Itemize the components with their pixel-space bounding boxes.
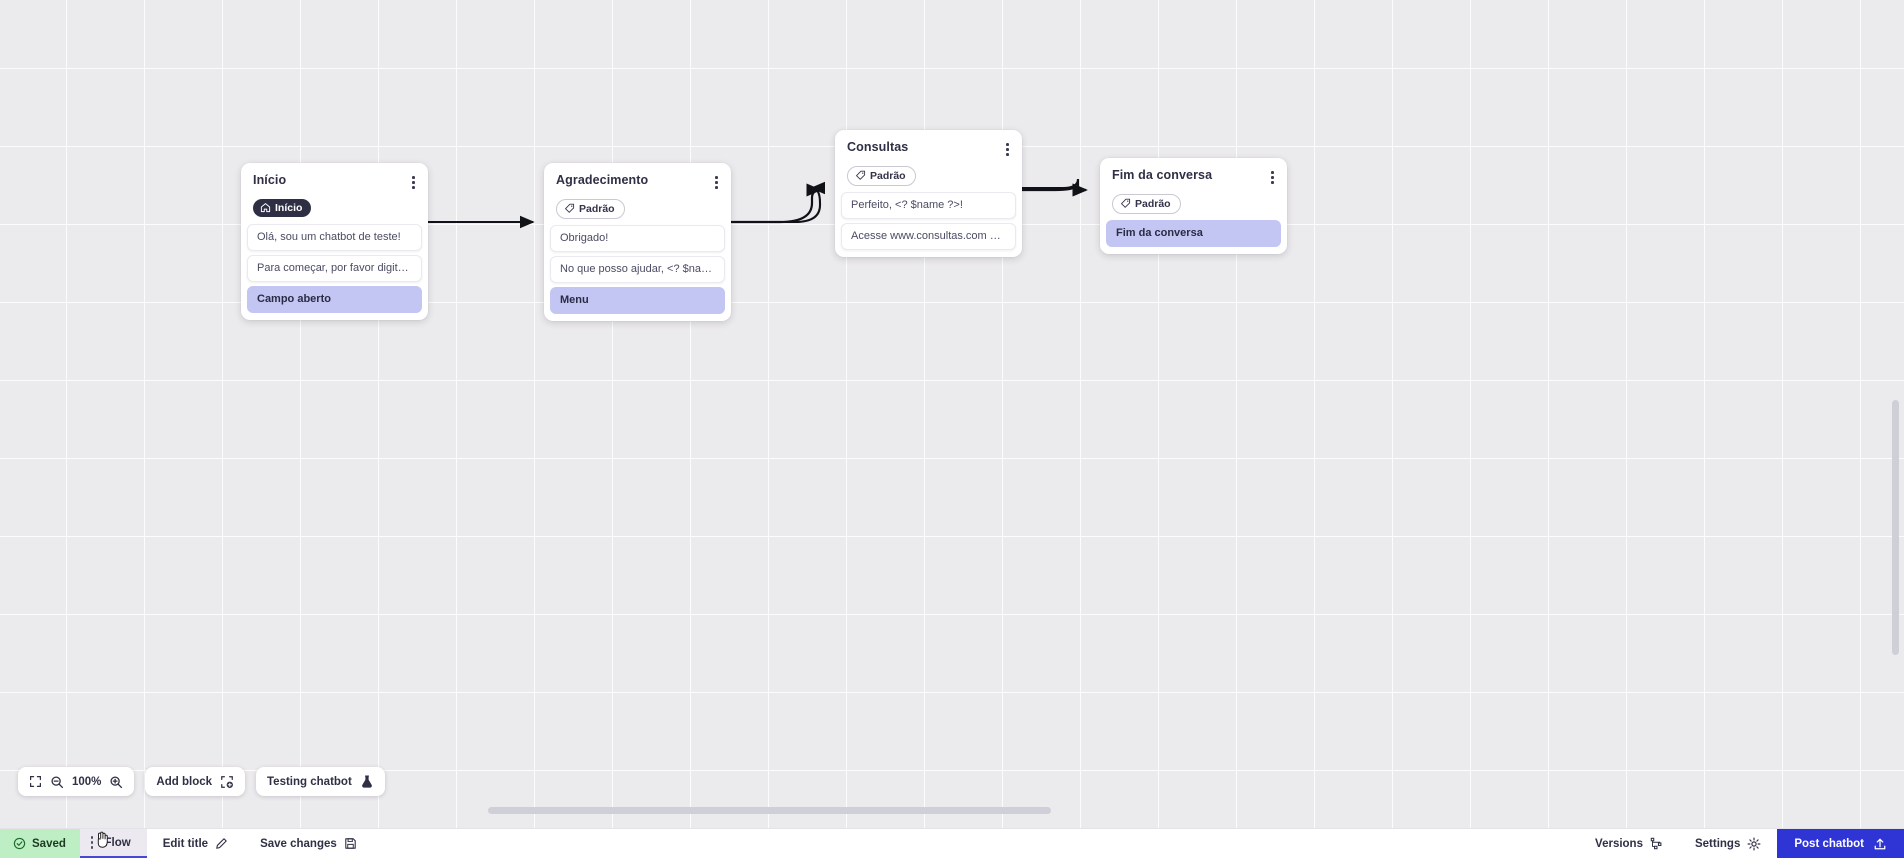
node-row-list: Obrigado! No que posso ajudar, <? $name … xyxy=(544,219,731,321)
node-tag-padrao[interactable]: Padrão xyxy=(847,165,916,186)
node-tag-row: Padrão xyxy=(835,159,1022,187)
upload-icon xyxy=(1874,838,1886,849)
fit-screen-icon[interactable] xyxy=(29,775,42,788)
testing-chatbot-label: Testing chatbot xyxy=(267,775,352,788)
mouse-cursor xyxy=(97,831,108,848)
node-row[interactable]: Acesse www.consultas.com par... xyxy=(841,223,1016,251)
add-block-button[interactable]: Add block xyxy=(145,767,246,796)
settings-label: Settings xyxy=(1694,837,1741,850)
node-title: Fim da conversa xyxy=(1112,168,1213,182)
node-row[interactable]: Obrigado! xyxy=(550,225,725,253)
node-row-list: Olá, sou um chatbot de teste! Para começ… xyxy=(241,218,428,320)
node-tag-row: Padrão xyxy=(544,192,731,220)
canvas-toolbar: 100% Add block Testing chatbot xyxy=(18,767,385,796)
branch-icon xyxy=(1650,837,1662,850)
saved-status-badge: Saved xyxy=(0,829,80,858)
edit-title-label: Edit title xyxy=(162,837,209,850)
node-tag-row: Padrão xyxy=(1100,187,1287,215)
node-row[interactable]: Olá, sou um chatbot de teste! xyxy=(247,224,422,252)
tab-flow-label: Flow xyxy=(104,836,131,849)
vertical-scrollbar[interactable] xyxy=(1892,400,1899,655)
node-row[interactable]: Perfeito, <? $name ?>! xyxy=(841,192,1016,220)
node-tag-row: Início xyxy=(241,192,428,219)
tag-icon xyxy=(856,171,866,181)
post-chatbot-button[interactable]: Post chatbot xyxy=(1777,829,1904,858)
bottom-bar-right: Versions Settings Post chatbot xyxy=(1579,829,1904,858)
tag-label: Início xyxy=(275,201,303,214)
horizontal-scrollbar[interactable] xyxy=(488,807,1051,814)
node-header: Fim da conversa xyxy=(1100,168,1287,187)
post-chatbot-label: Post chatbot xyxy=(1794,837,1864,850)
node-row[interactable]: Para começar, por favor digite o ... xyxy=(247,255,422,283)
gear-icon xyxy=(1747,837,1761,850)
node-menu-button[interactable] xyxy=(713,173,720,192)
add-block-icon xyxy=(220,775,234,789)
versions-label: Versions xyxy=(1595,837,1643,850)
settings-button[interactable]: Settings xyxy=(1679,829,1777,858)
node-row[interactable]: No que posso ajudar, <? $name ... xyxy=(550,256,725,284)
flow-menu-icon[interactable] xyxy=(89,833,96,852)
pencil-icon xyxy=(216,838,227,849)
node-tag-padrao[interactable]: Padrão xyxy=(1112,193,1181,214)
save-changes-button[interactable]: Save changes xyxy=(244,829,373,858)
add-block-label: Add block xyxy=(156,775,213,788)
home-icon xyxy=(260,203,271,213)
node-card-consultas[interactable]: Consultas Padrão Perfeito, <? $name ?>! … xyxy=(835,130,1022,258)
tab-flow[interactable]: Flow xyxy=(79,829,147,858)
testing-chatbot-button[interactable]: Testing chatbot xyxy=(256,767,385,796)
node-menu-button[interactable] xyxy=(410,173,417,192)
node-row-accent[interactable]: Menu xyxy=(550,287,725,315)
check-circle-icon xyxy=(13,837,26,850)
tag-label: Padrão xyxy=(1135,197,1171,210)
node-title: Consultas xyxy=(847,140,909,154)
node-tag-inicio[interactable]: Início xyxy=(253,198,312,217)
connection-edges xyxy=(397,178,1088,229)
tag-icon xyxy=(565,204,575,214)
node-title: Agradecimento xyxy=(556,173,649,187)
edit-title-button[interactable]: Edit title xyxy=(147,829,244,858)
node-card-fim-da-conversa[interactable]: Fim da conversa Padrão Fim da conversa xyxy=(1100,158,1287,255)
node-tag-padrao[interactable]: Padrão xyxy=(556,198,625,219)
tag-label: Padrão xyxy=(579,202,615,215)
flask-icon xyxy=(360,774,374,789)
connection-edges-overlay xyxy=(699,183,1088,224)
versions-button[interactable]: Versions xyxy=(1579,829,1679,858)
save-changes-label: Save changes xyxy=(260,837,337,850)
saved-label: Saved xyxy=(32,837,66,850)
node-header: Início xyxy=(241,173,428,192)
floppy-icon xyxy=(345,838,356,849)
bottom-status-bar: Saved Flow Edit title Save changes Versi… xyxy=(0,828,1904,858)
node-card-agradecimento[interactable]: Agradecimento Padrão Obrigado! No que po… xyxy=(544,163,731,322)
node-row-list: Perfeito, <? $name ?>! Acesse www.consul… xyxy=(835,186,1022,257)
node-title: Início xyxy=(253,173,287,187)
flow-canvas[interactable]: Início Início Olá, sou um chatbot de tes… xyxy=(0,0,1904,828)
zoom-level-label: 100% xyxy=(72,775,102,788)
tag-icon xyxy=(1121,199,1131,209)
node-card-inicio[interactable]: Início Início Olá, sou um chatbot de tes… xyxy=(241,163,428,321)
node-menu-button[interactable] xyxy=(1004,140,1011,159)
zoom-in-icon[interactable] xyxy=(109,775,123,789)
node-header: Agradecimento xyxy=(544,173,731,192)
node-row-accent[interactable]: Campo aberto xyxy=(247,286,422,314)
tag-label: Padrão xyxy=(870,169,906,182)
node-row-accent[interactable]: Fim da conversa xyxy=(1106,220,1281,248)
zoom-out-icon[interactable] xyxy=(50,775,64,789)
node-header: Consultas xyxy=(835,140,1022,159)
node-row-list: Fim da conversa xyxy=(1100,214,1287,254)
node-menu-button[interactable] xyxy=(1269,168,1276,187)
zoom-controls[interactable]: 100% xyxy=(18,767,135,796)
